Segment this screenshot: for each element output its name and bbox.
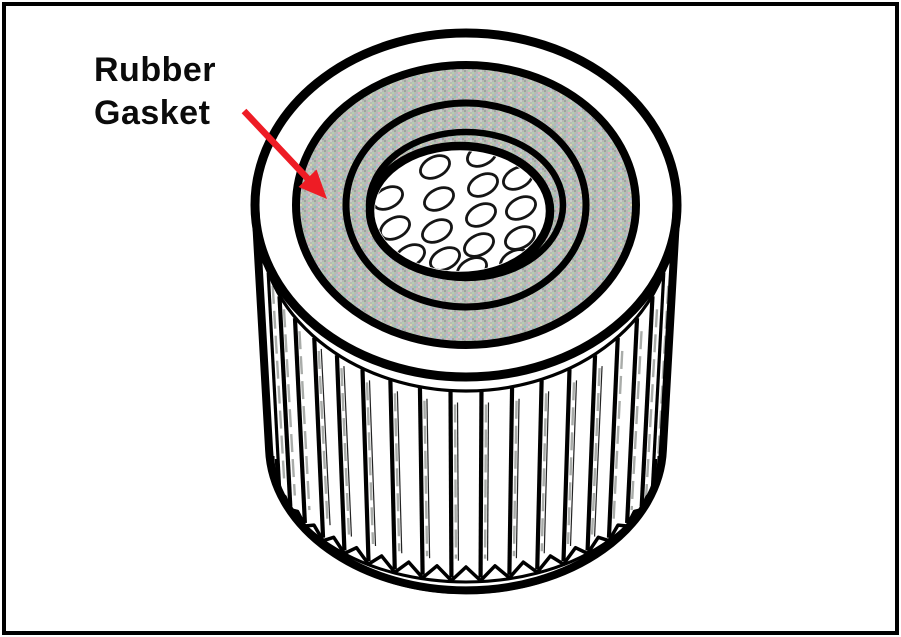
pleat-shade-line — [453, 404, 458, 559]
pleat-line — [625, 318, 640, 524]
pleat-fold-line — [486, 402, 490, 561]
pleat-line — [448, 391, 454, 578]
pleat-line — [360, 369, 371, 562]
pleat-shade-line — [590, 368, 601, 535]
pleat-line — [650, 272, 666, 490]
pleat-shade-line — [512, 400, 518, 557]
pleat-shade-line — [423, 400, 429, 557]
pleat-line — [417, 387, 425, 575]
tube-hole — [463, 232, 495, 258]
arrow-head — [298, 169, 327, 199]
tube-hole — [429, 246, 461, 271]
tube-hole — [419, 154, 451, 180]
pleat-line — [312, 337, 326, 538]
pleat-shade-line — [298, 331, 311, 511]
pleat-shade-line — [317, 350, 329, 524]
pleat-shade-line — [365, 382, 375, 545]
gasket-inner-ring-1 — [342, 99, 590, 311]
tube-hole — [467, 172, 499, 198]
pleat-line — [606, 337, 620, 538]
pleat-shade-line — [282, 309, 297, 496]
tube-hole — [466, 151, 498, 168]
tube-hole — [465, 202, 497, 228]
pleat-fold-line — [320, 348, 331, 526]
tube-hole — [421, 218, 453, 244]
pleat-line — [292, 318, 307, 524]
pleat-bottom-zigzag — [274, 473, 661, 583]
pleat-line — [507, 387, 515, 575]
pleat-shade-line — [340, 368, 351, 535]
pleat-fold-line — [368, 380, 377, 547]
pleat-fold-line — [543, 391, 550, 554]
pleat-shade-line — [271, 285, 286, 481]
pleat-line — [535, 380, 544, 570]
pleat-shade-line — [483, 404, 488, 559]
tube-hole — [423, 186, 455, 212]
tube-hole — [456, 256, 488, 271]
pleat-shade-line — [566, 382, 576, 545]
pleats-group — [266, 272, 670, 578]
pleat-shade-line — [393, 393, 401, 552]
label-line-1: Rubber — [94, 51, 216, 89]
pleat-shade-line — [612, 350, 624, 524]
pointer-arrow — [241, 108, 327, 199]
pleat-line — [585, 355, 598, 551]
label-line-2: Gasket — [94, 94, 211, 132]
pleat-fold-line — [396, 391, 403, 554]
pleat-line — [388, 380, 397, 570]
pleat-fold-line — [426, 398, 431, 559]
pleat-line — [334, 355, 347, 551]
pleat-fold-line — [456, 402, 460, 561]
rubber-gasket-label: Rubber Gasket — [94, 49, 216, 135]
pleat-fold-line — [569, 380, 578, 547]
arrow-shaft — [241, 108, 312, 183]
pleat-fold-line — [515, 398, 520, 559]
tube-hole — [505, 195, 537, 221]
pleat-line — [266, 272, 282, 490]
pleat-shade-line — [540, 393, 548, 552]
pleat-line — [277, 296, 293, 507]
pleat-line — [478, 391, 484, 578]
pleat-line — [561, 369, 572, 562]
tube-hole — [375, 185, 404, 211]
pleat-fold-line — [593, 366, 603, 537]
tube-hole — [504, 225, 536, 251]
pleat-shade-line — [630, 331, 643, 511]
filter-drawing — [250, 28, 682, 595]
pleat-line — [639, 296, 655, 507]
pleat-shade-line — [644, 309, 659, 496]
filter-outline — [251, 206, 681, 595]
pleat-fold-line — [343, 366, 353, 537]
